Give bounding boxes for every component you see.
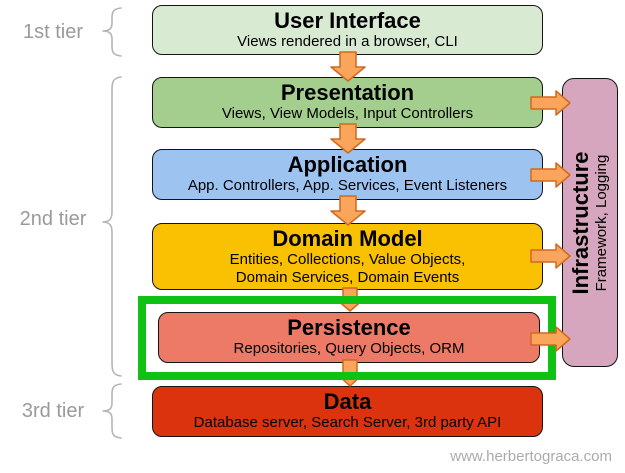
layer-presentation: Presentation Views, View Models, Input C…	[152, 77, 543, 128]
layer-title: Domain Model	[272, 226, 423, 251]
tier-label-2nd: 2nd tier	[19, 208, 87, 230]
infrastructure-rotated-text: Infrastructure Framework, Logging	[568, 150, 611, 295]
arrow-down-icon	[330, 195, 366, 226]
layer-subtitle: Repositories, Query Objects, ORM	[233, 340, 465, 357]
arrow-down-icon	[335, 287, 365, 312]
infrastructure-title: Infrastructure	[568, 150, 593, 295]
layer-subtitle: Entities, Collections, Value Objects,	[229, 251, 466, 268]
layer-subtitle: Views, View Models, Input Controllers	[221, 105, 474, 122]
tier-label-1st: 1st tier	[22, 21, 84, 43]
layer-subtitle: Database server, Search Server, 3rd part…	[193, 414, 502, 431]
layer-infrastructure: Infrastructure Framework, Logging	[562, 78, 618, 367]
layer-domain-model: Domain Model Entities, Collections, Valu…	[152, 223, 543, 290]
brace-3rd-tier	[102, 383, 122, 439]
layer-title: Application	[287, 152, 408, 177]
layer-subtitle-line2: Domain Services, Domain Events	[235, 269, 460, 286]
brace-2nd-tier	[102, 76, 122, 377]
brace-1st-tier	[102, 7, 122, 57]
layer-subtitle: App. Controllers, App. Services, Event L…	[187, 177, 508, 194]
layer-data: Data Database server, Search Server, 3rd…	[152, 386, 543, 437]
infrastructure-subtitle: Framework, Logging	[593, 154, 610, 291]
layer-title: Presentation	[280, 80, 415, 105]
tier-label-3rd: 3rd tier	[21, 400, 85, 422]
layer-user-interface: User Interface Views rendered in a brows…	[152, 5, 543, 55]
layer-persistence: Persistence Repositories, Query Objects,…	[158, 312, 540, 363]
layer-title: Persistence	[287, 315, 411, 340]
layer-title: User Interface	[274, 8, 421, 33]
layer-title: Data	[323, 389, 372, 414]
watermark: www.herbertograca.com	[450, 448, 612, 465]
layer-application: Application App. Controllers, App. Servi…	[152, 149, 543, 200]
arrow-down-icon	[335, 359, 365, 387]
layer-subtitle: Views rendered in a browser, CLI	[237, 33, 458, 50]
